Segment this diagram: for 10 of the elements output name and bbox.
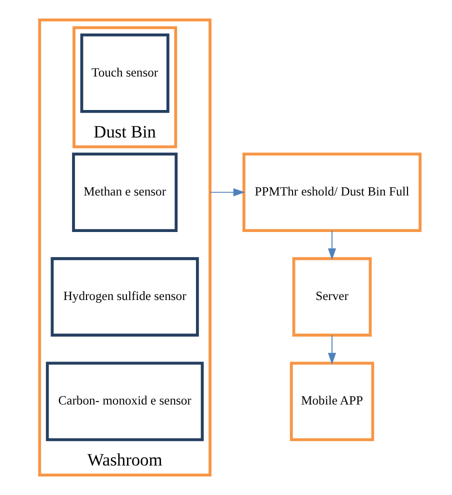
node-box: Carbon- monoxid e sensor	[46, 362, 204, 442]
node-box: Hydrogen sulfide sensor	[50, 257, 199, 337]
arrow	[328, 334, 336, 365]
node-box: Server	[292, 257, 372, 337]
arrow	[328, 230, 336, 260]
node-box: Methan e sensor	[72, 152, 178, 232]
node-box: PPMThr eshold/ Dust Bin Full	[242, 152, 422, 232]
arrow	[210, 188, 246, 196]
node-box: Touch sensor	[80, 34, 170, 113]
node-box: Mobile APP	[290, 362, 374, 442]
